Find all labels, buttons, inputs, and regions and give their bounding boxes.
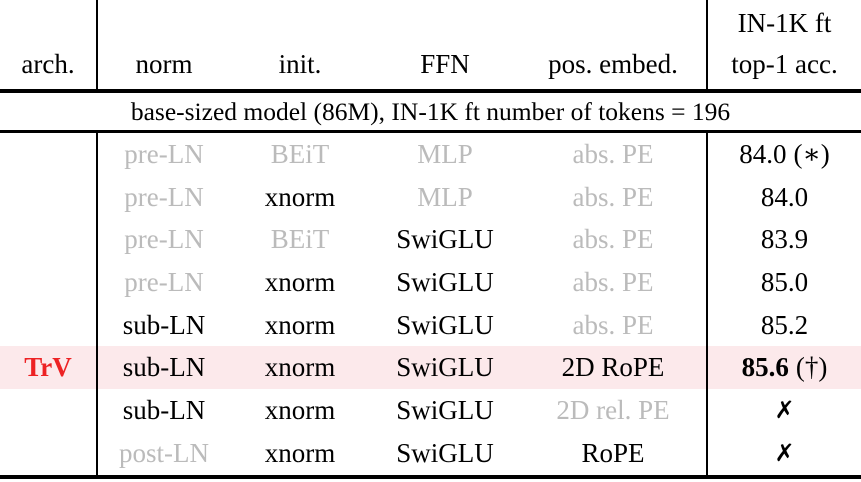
cell-ffn: SwiGLU (396, 352, 494, 383)
cell-pos-embed: 2D RoPE (520, 346, 708, 390)
acc-value: 84.0 (739, 138, 787, 169)
cell-norm: pre-LN (124, 138, 204, 169)
cell-init: BEiT (270, 138, 330, 169)
cell-top1-acc: ✗ (708, 389, 861, 432)
table-row: post-LN xnorm SwiGLU RoPE ✗ (0, 431, 861, 475)
column-header-top1-acc-line2: top-1 acc. (731, 49, 838, 79)
acc-value: 84.0 (760, 181, 809, 212)
cell-norm: post-LN (119, 437, 209, 468)
column-header-norm: norm (135, 49, 193, 79)
cell-arch (0, 133, 98, 176)
cell-arch (0, 175, 98, 219)
cell-init: xnorm (264, 394, 336, 425)
acc-value: 85.2 (760, 309, 809, 340)
cell-arch-trv: TrV (0, 346, 98, 390)
cell-pos-embed: RoPE (520, 431, 708, 475)
cell-top1-acc: 84.0 (∗) (708, 133, 861, 176)
table-row: pre-LN BEiT SwiGLU abs. PE 83.9 (0, 218, 861, 262)
cell-pos-embed: abs. PE (520, 303, 708, 347)
cell-norm: sub-LN (122, 352, 206, 383)
cell-init: BEiT (270, 224, 330, 255)
acc-value-fail-cross: ✗ (774, 396, 795, 425)
acc-note: (†) (795, 352, 828, 383)
cell-arch (0, 261, 98, 304)
acc-value-fail-cross: ✗ (774, 439, 795, 468)
cell-top1-acc: 84.0 (708, 176, 861, 219)
acc-value: 85.6 (741, 352, 789, 383)
column-header-top1-acc-line1: IN-1K ft (737, 8, 832, 38)
cell-norm: sub-LN (122, 309, 206, 340)
table-row: pre-LN xnorm SwiGLU abs. PE 85.0 (0, 261, 861, 304)
cell-pos-embed: abs. PE (520, 175, 708, 219)
cell-pos-embed: abs. PE (520, 261, 708, 304)
cell-top1-acc: 83.9 (708, 218, 861, 261)
table-header-row: arch. norm init. FFN pos. embed. IN-1K f… (0, 0, 861, 93)
column-header-ffn: FFN (420, 49, 470, 79)
span-subheader-row: base-sized model (86M), IN-1K ft number … (0, 93, 861, 133)
table-row: pre-LN BEiT MLP abs. PE 84.0 (∗) (0, 133, 861, 176)
cell-norm: sub-LN (122, 394, 206, 425)
cell-ffn: SwiGLU (396, 224, 494, 255)
table-row: pre-LN xnorm MLP abs. PE 84.0 (0, 175, 861, 219)
table-row: sub-LN xnorm SwiGLU 2D rel. PE ✗ (0, 389, 861, 432)
cell-ffn: SwiGLU (396, 437, 494, 468)
cell-top1-acc: 85.2 (708, 304, 861, 347)
cell-ffn: SwiGLU (396, 266, 494, 297)
column-header-pos-embed: pos. embed. (520, 0, 708, 89)
cell-pos-embed: 2D rel. PE (520, 389, 708, 432)
cell-ffn: SwiGLU (396, 309, 494, 340)
cell-ffn: MLP (417, 138, 473, 169)
acc-value: 83.9 (760, 224, 809, 255)
span-subheader-text: base-sized model (86M), IN-1K ft number … (130, 96, 731, 126)
cell-arch (0, 218, 98, 262)
table-row: sub-LN xnorm SwiGLU abs. PE 85.2 (0, 303, 861, 347)
cell-norm: pre-LN (124, 181, 204, 212)
cell-ffn: SwiGLU (396, 394, 494, 425)
cell-ffn: MLP (417, 181, 473, 212)
column-header-arch: arch. (0, 0, 98, 89)
acc-value: 85.0 (760, 266, 809, 297)
table-body: pre-LN BEiT MLP abs. PE 84.0 (∗) pre-LN … (0, 133, 861, 479)
cell-top1-acc: ✗ (708, 432, 861, 475)
cell-init: xnorm (264, 437, 336, 468)
cell-top1-acc: 85.0 (708, 261, 861, 304)
cell-pos-embed: abs. PE (520, 133, 708, 176)
cell-arch (0, 431, 98, 475)
cell-init: xnorm (264, 352, 336, 383)
cell-init: xnorm (264, 309, 336, 340)
column-header-init: init. (278, 49, 322, 79)
cell-norm: pre-LN (124, 266, 204, 297)
cell-init: xnorm (264, 181, 336, 212)
acc-note: (∗) (793, 138, 830, 169)
table-row-trv-highlighted: TrV sub-LN xnorm SwiGLU 2D RoPE 85.6 (†) (0, 346, 861, 390)
column-header-top1-acc: IN-1K ft top-1 acc. (708, 0, 861, 89)
cell-init: xnorm (264, 266, 336, 297)
cell-arch (0, 303, 98, 347)
cell-pos-embed: abs. PE (520, 218, 708, 262)
cell-top1-acc: 85.6 (†) (708, 346, 861, 389)
cell-arch (0, 389, 98, 432)
cell-norm: pre-LN (124, 224, 204, 255)
